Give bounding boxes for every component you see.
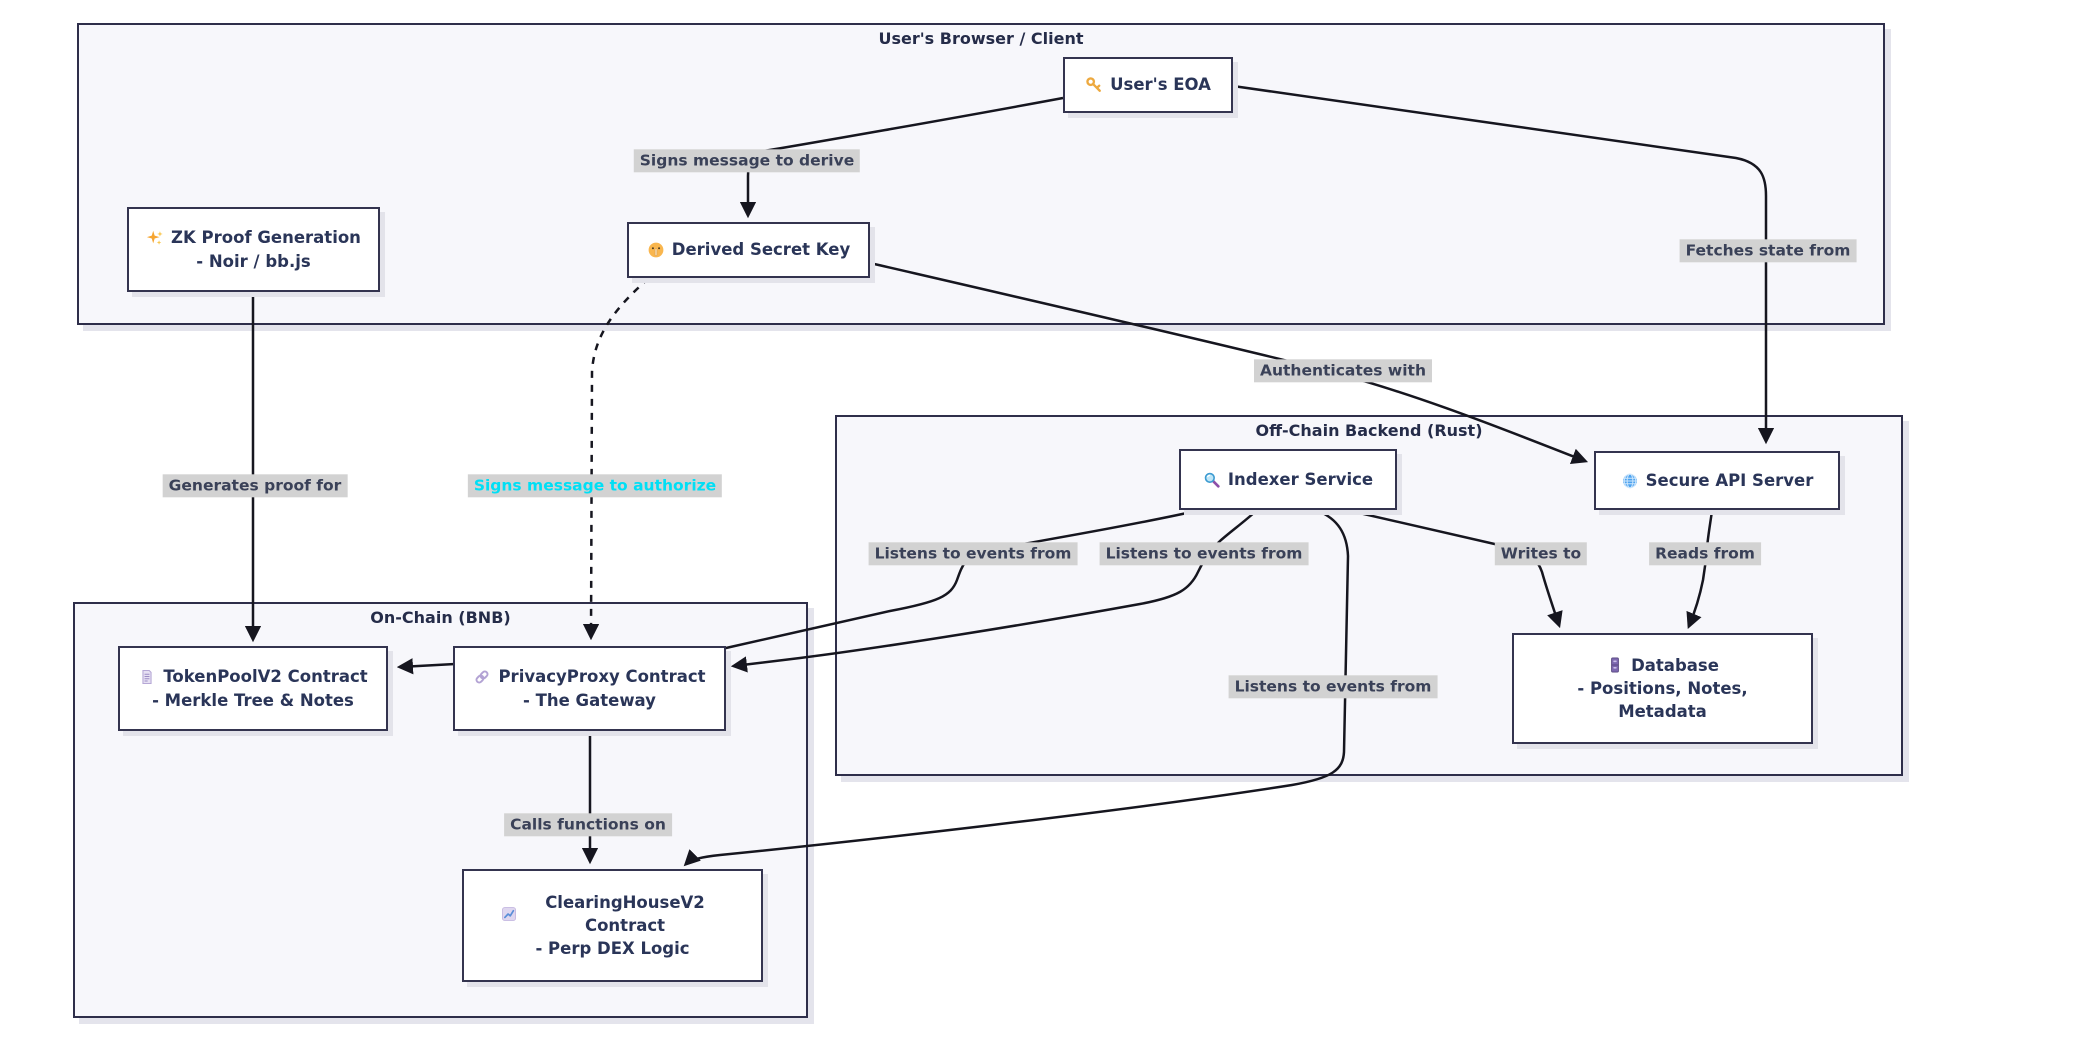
node-sublabel: - Positions, Notes, Metadata: [1577, 678, 1748, 722]
edge-indexer-to-token-pool: [396, 509, 1197, 675]
receipt-icon: [138, 668, 156, 686]
edge-indexer-to-privacy-proxy: [730, 510, 1257, 673]
globe-icon: [1621, 472, 1639, 490]
edge-label-writes-to: Writes to: [1494, 542, 1588, 566]
node-zk-proof-generation: ZK Proof Generation - Noir / bb.js: [127, 207, 380, 292]
node-label: User's EOA: [1110, 75, 1211, 95]
node-label: Database: [1631, 655, 1719, 675]
node-privacy-proxy-contract: PrivacyProxy Contract - The Gateway: [453, 646, 726, 731]
container-title-onchain-bnb: On-Chain (BNB): [370, 608, 511, 627]
container-title-users-browser-client: User's Browser / Client: [878, 29, 1084, 48]
node-sublabel: - Noir / bb.js: [196, 251, 311, 271]
edge-eoa-to-api-server: [1232, 84, 1775, 445]
node-label: ClearingHouseV2 Contract: [545, 892, 705, 935]
node-database: Database - Positions, Notes, Metadata: [1512, 633, 1813, 744]
magnifying-glass-icon: [1203, 471, 1221, 489]
edge-label-signs-message-to-authorize: Signs message to authorize: [467, 474, 723, 498]
node-users-eoa: User's EOA: [1063, 57, 1233, 113]
shushing-face-icon: [647, 241, 665, 259]
edge-indexer-to-database: [1341, 507, 1563, 629]
edge-label-generates-proof-for: Generates proof for: [162, 474, 348, 498]
node-sublabel: - Perp DEX Logic: [535, 939, 690, 959]
edge-label-calls-functions-on: Calls functions on: [504, 813, 672, 837]
node-label: TokenPoolV2 Contract: [163, 667, 368, 687]
file-cabinet-icon: [1606, 656, 1624, 674]
node-label: ZK Proof Generation: [171, 228, 361, 248]
edge-label-signs-message-to-derive: Signs message to derive: [633, 149, 861, 173]
chart-up-icon: [500, 905, 518, 923]
node-indexer-service: Indexer Service: [1179, 449, 1397, 510]
edge-label-listens-to-events-from-1: Listens to events from: [868, 542, 1078, 566]
node-secure-api-server: Secure API Server: [1594, 451, 1840, 510]
link-icon: [473, 668, 491, 686]
node-label: PrivacyProxy Contract: [498, 667, 706, 687]
edge-derived-key-to-api-server: [869, 261, 1589, 464]
sparkles-icon: [146, 229, 164, 247]
edge-derived-key-to-privacy-proxy: [582, 277, 650, 641]
edge-label-fetches-state-from: Fetches state from: [1679, 239, 1857, 263]
container-title-offchain-backend-rust: Off-Chain Backend (Rust): [1255, 421, 1483, 440]
edge-label-listens-to-events-from-2: Listens to events from: [1099, 542, 1309, 566]
edge-api-server-to-database: [1686, 510, 1714, 630]
node-token-pool-v2-contract: TokenPoolV2 Contract - Merkle Tree & Not…: [118, 646, 388, 731]
node-label: Secure API Server: [1645, 470, 1814, 490]
key-icon: [1085, 76, 1103, 94]
node-derived-secret-key: Derived Secret Key: [627, 222, 870, 278]
node-sublabel: - The Gateway: [523, 690, 656, 710]
edge-indexer-to-clearing-house: [683, 509, 1350, 867]
node-label: Derived Secret Key: [671, 240, 851, 260]
edge-label-authenticates-with: Authenticates with: [1253, 359, 1433, 383]
node-label: Indexer Service: [1227, 469, 1374, 489]
node-sublabel: - Merkle Tree & Notes: [152, 690, 354, 710]
edge-label-reads-from: Reads from: [1649, 542, 1761, 566]
edge-label-listens-to-events-from-3: Listens to events from: [1228, 675, 1438, 699]
node-clearing-house-v2-contract: ClearingHouseV2 Contract - Perp DEX Logi…: [462, 869, 763, 982]
